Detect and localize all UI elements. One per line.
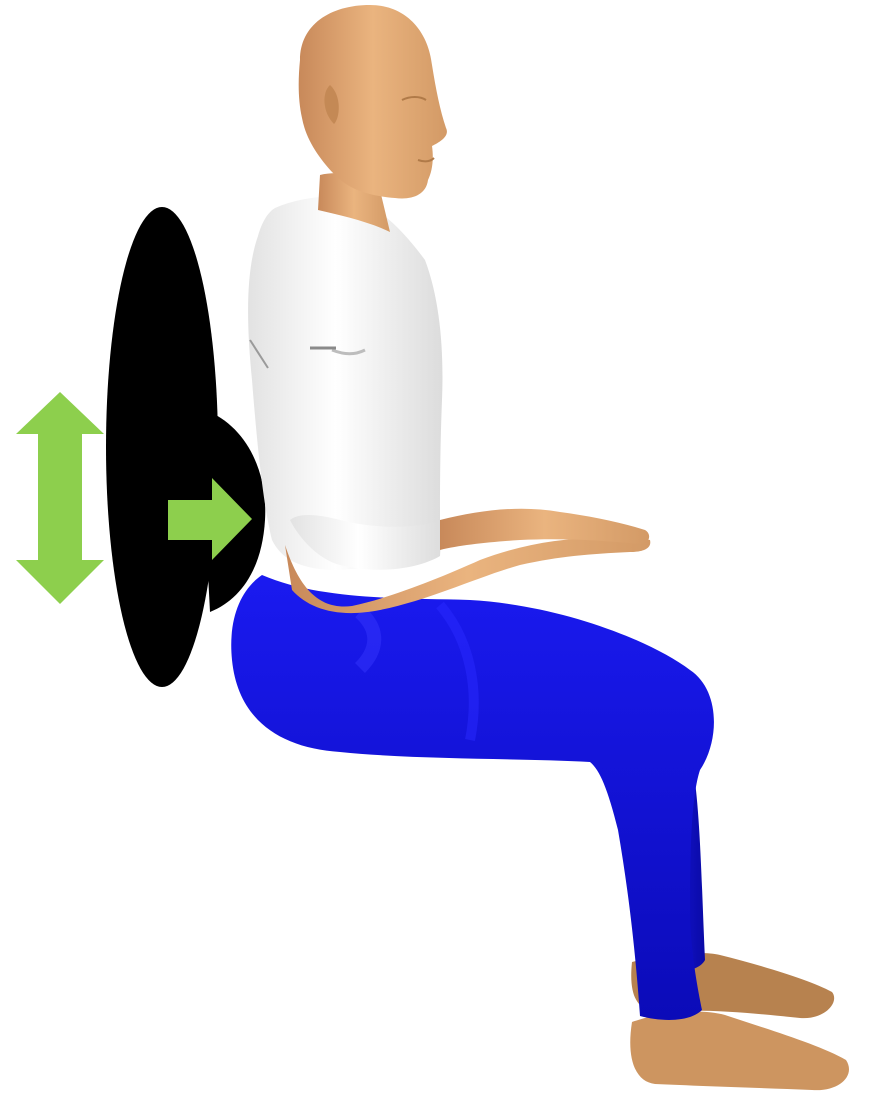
head — [299, 5, 447, 198]
vertical-adjust-arrow-icon — [16, 392, 104, 604]
backrest-panel — [106, 207, 218, 687]
right-shoe — [630, 1011, 849, 1090]
shirt — [248, 197, 442, 570]
seated-human-figure — [231, 5, 849, 1090]
pants — [231, 575, 714, 1020]
